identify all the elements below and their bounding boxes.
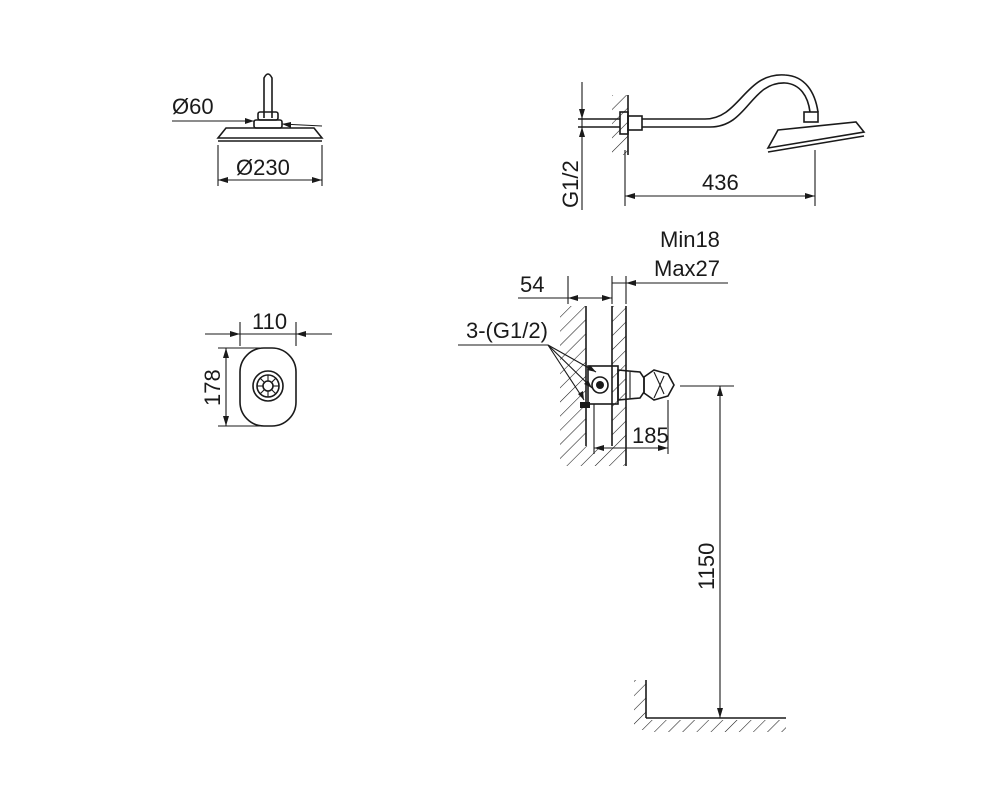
- wall-depth-min-label: Min18: [660, 227, 720, 252]
- projection-label: 185: [632, 423, 669, 448]
- mount-height-label: 1150: [694, 543, 719, 590]
- arm-reach-label: 436: [702, 170, 739, 195]
- plate-height-label: 178: [200, 369, 225, 406]
- head-connector-diameter-label: Ø60: [172, 94, 214, 119]
- valve-section-view: 3-(G1/2) Min18 Max27 54 185 1150: [458, 227, 786, 732]
- thread-label: G1/2: [558, 160, 583, 208]
- inlet-thread-label: 3-(G1/2): [466, 318, 548, 343]
- shower-arm-side-view: G1/2 436: [558, 74, 866, 210]
- control-plate-front-view: 110 178: [200, 309, 332, 427]
- shower-head-front-view: Ø60 Ø230: [172, 73, 324, 186]
- valve-body-depth-label: 54: [520, 272, 544, 297]
- head-diameter-label: Ø230: [236, 155, 290, 180]
- plate-width-label: 110: [252, 309, 287, 334]
- wall-depth-max-label: Max27: [654, 256, 720, 281]
